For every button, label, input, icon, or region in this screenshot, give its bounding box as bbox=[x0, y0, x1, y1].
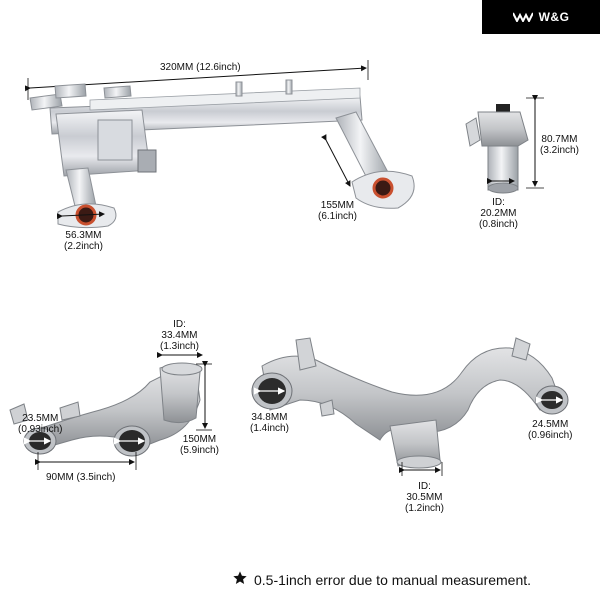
long-pipe-right-size-label: 24.5MM (0.96inch) bbox=[528, 419, 572, 441]
sensor-height-inch: (3.2inch) bbox=[540, 145, 579, 156]
h-pipe bbox=[9, 352, 212, 470]
left-port-dimension-line bbox=[56, 211, 105, 220]
brand-name: W&G bbox=[538, 10, 570, 24]
h-pipe-width-label: 90MM (3.5inch) bbox=[46, 472, 116, 483]
long-pipe-right-inch: (0.96inch) bbox=[528, 430, 573, 441]
long-pipe-right-mm: 24.5MM bbox=[532, 419, 569, 430]
star-icon bbox=[232, 570, 248, 589]
footnote-text: 0.5-1inch error due to manual measuremen… bbox=[254, 571, 532, 588]
long-pipe-id-mm: 30.5MM bbox=[406, 492, 443, 503]
sensor-id-inch: (0.8inch) bbox=[479, 219, 518, 230]
brand-mark-icon bbox=[512, 12, 533, 22]
coolant-rail-assembly bbox=[24, 60, 415, 229]
left-port-mm: 56.3MM bbox=[65, 230, 102, 241]
long-coolant-pipe bbox=[251, 337, 569, 476]
h-pipe-id-caption: ID: bbox=[173, 319, 186, 330]
arm-mm: 155MM bbox=[320, 200, 355, 211]
long-pipe-left-size-label: 34.8MM (1.4inch) bbox=[250, 412, 289, 434]
left-port-inch: (2.2inch) bbox=[64, 241, 103, 252]
brand-logo: W&G bbox=[482, 0, 600, 34]
measurement-footnote: 0.5-1inch error due to manual measuremen… bbox=[232, 570, 531, 589]
h-pipe-id-inch: (1.3inch) bbox=[160, 341, 199, 352]
rail-length-label: 320MM (12.6inch) bbox=[160, 62, 241, 73]
arm-length-label: 155MM (6.1inch) bbox=[318, 200, 357, 222]
length-dimension-line bbox=[24, 65, 367, 92]
h-pipe-id-mm: 33.4MM bbox=[161, 330, 198, 341]
h-pipe-left-size-label: 23.5MM (0.93inch) bbox=[18, 413, 62, 435]
sensor-fitting bbox=[465, 95, 544, 194]
sensor-height-label: 80.7MM (3.2inch) bbox=[540, 134, 579, 156]
h-pipe-height-label: 150MM (5.9inch) bbox=[180, 434, 219, 456]
h-pipe-id-label: ID: 33.4MM (1.3inch) bbox=[160, 319, 199, 352]
arm-inch: (6.1inch) bbox=[318, 211, 357, 222]
h-pipe-left-mm: 23.5MM bbox=[22, 413, 59, 424]
h-pipe-height-mm: 150MM bbox=[182, 434, 217, 445]
long-pipe-id-label: ID: 30.5MM (1.2inch) bbox=[405, 481, 444, 514]
long-pipe-id-inch: (1.2inch) bbox=[405, 503, 444, 514]
sensor-height-mm: 80.7MM bbox=[541, 134, 578, 145]
sensor-id-mm: 20.2MM bbox=[480, 208, 517, 219]
long-pipe-left-mm: 34.8MM bbox=[251, 412, 288, 423]
left-port-size-label: 56.3MM (2.2inch) bbox=[64, 230, 103, 252]
long-pipe-left-inch: (1.4inch) bbox=[250, 423, 289, 434]
arm-dimension-line bbox=[321, 134, 351, 187]
h-pipe-height-inch: (5.9inch) bbox=[180, 445, 219, 456]
sensor-id-caption: ID: bbox=[492, 197, 505, 208]
long-pipe-id-caption: ID: bbox=[418, 481, 431, 492]
sensor-id-label: ID: 20.2MM (0.8inch) bbox=[479, 197, 518, 230]
h-pipe-left-inch: (0.93inch) bbox=[18, 424, 63, 435]
